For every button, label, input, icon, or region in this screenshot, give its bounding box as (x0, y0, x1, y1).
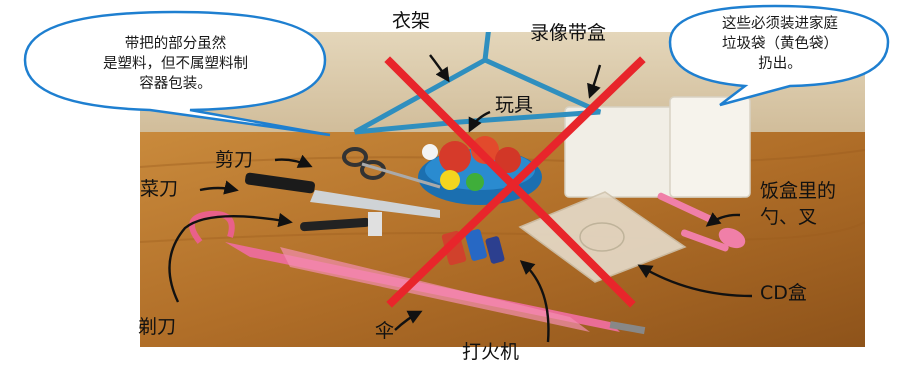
spoon-fork (657, 192, 746, 252)
label-lunchbox-cutlery-2: 勺、叉 (760, 206, 818, 228)
label-umbrella: 伞 (375, 320, 395, 342)
left-bubble-line-3: 容器包装。 (139, 76, 212, 92)
label-lighter: 打火机 (462, 341, 520, 363)
razor (300, 212, 382, 236)
arrow-spoon-fork (705, 212, 741, 227)
scissors (342, 147, 441, 189)
left-bubble-line-2: 是塑料，但不属塑料制 (103, 56, 248, 72)
label-video-box: 录像带盒 (530, 22, 607, 44)
video-box (564, 96, 751, 198)
right-bubble-line-1: 这些必须装进家庭 (722, 16, 838, 32)
label-scissors: 剪刀 (215, 149, 254, 171)
arrow-cd-case (637, 264, 753, 298)
cd-case (518, 191, 687, 283)
arrow-hanger (429, 54, 450, 83)
arrow-toy (468, 110, 491, 133)
lighters (441, 229, 505, 266)
photo (140, 32, 865, 347)
label-kitchen-knife: 菜刀 (140, 178, 179, 200)
right-bubble-text: 这些必须装进家庭 垃圾袋（黄色袋） 扔出。 (678, 14, 882, 74)
label-lunchbox-cutlery-1: 饭盒里的 (760, 180, 837, 202)
right-bubble-shape (668, 4, 890, 107)
umbrella (189, 210, 646, 335)
arrow-umbrella (394, 310, 423, 331)
hanger (353, 32, 602, 135)
arrow-scissors (274, 154, 313, 168)
arrow-razor (168, 212, 293, 303)
arrow-kitchen-knife (199, 180, 239, 195)
label-hanger: 衣架 (392, 10, 431, 32)
label-cd-case: CD盒 (760, 282, 807, 304)
label-toy: 玩具 (495, 94, 534, 116)
left-bubble-text: 带把的部分虽然 是塑料，但不属塑料制 容器包装。 (38, 34, 313, 94)
arrow-lighter (519, 260, 550, 343)
left-bubble-shape (23, 10, 331, 137)
label-razor: 剃刀 (138, 316, 177, 338)
left-bubble-line-1: 带把的部分虽然 (124, 36, 227, 52)
arrow-video-box (587, 64, 602, 99)
right-bubble-line-3: 扔出。 (758, 56, 802, 72)
right-bubble-line-2: 垃圾袋（黄色袋） (722, 36, 838, 52)
kitchen-knife (245, 172, 440, 218)
